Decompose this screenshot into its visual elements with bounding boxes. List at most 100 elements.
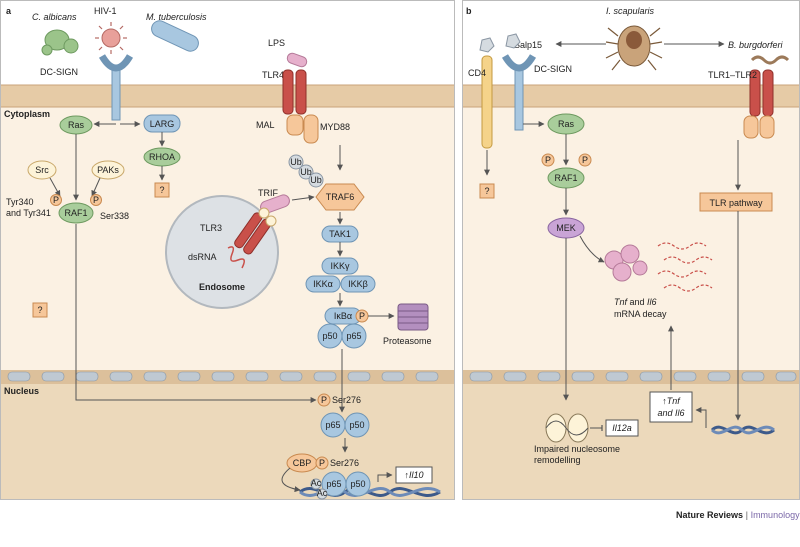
- ikka-label: IKKα: [313, 279, 333, 289]
- mtb-label: M. tuberculosis: [146, 12, 207, 22]
- lps-icon: [286, 52, 308, 68]
- raf1-phospho-b-2: [578, 153, 592, 167]
- tlr-pathway-box: [699, 192, 773, 212]
- tlr1-tlr2-receptor: [743, 69, 775, 139]
- mrna-strands: [657, 242, 713, 292]
- tnf-up-label: ↑Tnf: [662, 396, 681, 406]
- traf6-node: [315, 183, 365, 211]
- nucleosome-icon: [545, 413, 589, 443]
- hiv-label: HIV-1: [94, 6, 117, 16]
- mtb-bacillus-icon: [151, 20, 199, 52]
- p50-label-nuc: p50: [349, 420, 364, 430]
- mek-label: MEK: [556, 223, 576, 233]
- src-node: [27, 160, 57, 180]
- c-albicans-icon: [41, 29, 79, 56]
- lps-label: LPS: [268, 38, 285, 48]
- acetyl-marker-2: [316, 488, 328, 500]
- ikkg-label: IKKγ: [330, 261, 350, 271]
- traf6-label: TRAF6: [326, 192, 355, 202]
- p65-label-cyto: p65: [346, 331, 361, 341]
- unknown-label-b: ?: [484, 186, 489, 196]
- il10-gene-box: [395, 466, 433, 484]
- p65-label-dna: p65: [326, 479, 341, 489]
- tlr4-label: TLR4: [262, 70, 284, 80]
- p50-node-nuc: [344, 412, 370, 438]
- unknown-label-1: ?: [159, 185, 164, 195]
- impaired-line2: remodelling: [534, 455, 581, 465]
- phospho-p-1: P: [53, 195, 59, 205]
- mrna-decay-line2: mRNA decay: [614, 309, 667, 319]
- p50-label-dna: p50: [350, 479, 365, 489]
- p65-label-nuc: p65: [325, 420, 340, 430]
- journal-section: Immunology: [751, 510, 800, 520]
- c-albicans-label: C. albicans: [32, 12, 77, 22]
- salp15-icon-cd4: [479, 37, 495, 53]
- tyr341-label: and Tyr341: [6, 208, 51, 218]
- ikkg-node: [321, 257, 359, 275]
- ub-label-2: Ub: [300, 167, 312, 177]
- endosome-label: Endosome: [199, 282, 245, 292]
- journal-credit: Nature Reviews | Immunology: [676, 510, 800, 520]
- acetyl-marker-1: [310, 478, 322, 490]
- ikba-label: IκBα: [334, 311, 352, 321]
- il6-italic: Il6: [647, 297, 657, 307]
- ikka-node: [305, 275, 341, 293]
- tnf-italic: Tnf: [614, 297, 629, 307]
- ras-label-b: Ras: [558, 119, 575, 129]
- proteasome-label: Proteasome: [383, 336, 432, 346]
- tlr-pathway-label: TLR pathway: [709, 198, 763, 208]
- dc-sign-receptor: [98, 54, 134, 121]
- journal-name: Nature Reviews: [676, 510, 743, 520]
- ac-label-2: Ac: [317, 488, 328, 498]
- ub-label-3: Ub: [310, 175, 322, 185]
- raf1-label-b: RAF1: [554, 173, 577, 183]
- dsrna-icon: [227, 246, 245, 269]
- salp15-icon-dcsign: [505, 33, 521, 49]
- salp15-label: Salp15: [514, 40, 542, 50]
- myd88-label: MYD88: [320, 122, 350, 132]
- dc-sign-label-b: DC-SIGN: [534, 64, 572, 74]
- panel-a-letter: a: [6, 6, 12, 16]
- tyr340-label: Tyr340: [6, 197, 34, 207]
- rna-decay-complex: [604, 244, 648, 282]
- ikkb-node: [340, 275, 376, 293]
- rhoa-label: RHOA: [149, 152, 175, 162]
- tlr3-adaptor: [258, 207, 270, 219]
- dsrna-label: dsRNA: [188, 252, 217, 262]
- raf1-node: [58, 202, 94, 224]
- phospho-p-5: P: [319, 458, 325, 468]
- ser276-label-2: Ser276: [330, 458, 359, 468]
- paks-label: PAKs: [97, 165, 119, 175]
- src-label: Src: [35, 165, 49, 175]
- b-burgdorferi-label: B. burgdorferi: [728, 40, 784, 50]
- dc-sign-receptor-b: [501, 54, 537, 131]
- cd4-label: CD4: [468, 68, 486, 78]
- phospho-p-b2: P: [582, 155, 588, 165]
- panel-b-letter: b: [466, 6, 472, 16]
- decay-and: and: [627, 297, 647, 307]
- il6-up-label: and Il6: [657, 408, 684, 418]
- credit-separator: |: [743, 510, 751, 520]
- tlr1-tlr2-label: TLR1–TLR2: [708, 70, 757, 80]
- dc-sign-label: DC-SIGN: [40, 67, 78, 77]
- myd88-node: [303, 114, 319, 144]
- phospho-ser-marker: [90, 194, 102, 206]
- trif-label: TRIF: [258, 188, 278, 198]
- unknown-label-2: ?: [37, 305, 42, 315]
- ikkb-label: IKKβ: [348, 279, 368, 289]
- phospho-p-b1: P: [545, 155, 551, 165]
- tick-icon: [605, 25, 663, 71]
- phospho-p-2: P: [93, 195, 99, 205]
- cytoplasm-label: Cytoplasm: [4, 109, 50, 119]
- raf1-label: RAF1: [64, 208, 87, 218]
- phospho-p-4: P: [321, 395, 327, 405]
- unknown-box-raf1: [32, 302, 48, 318]
- impaired-line1: Impaired nucleosome: [534, 444, 620, 454]
- tnf-il6-up-box: [649, 391, 693, 423]
- mrna-decay-line1: Tnf and Il6: [614, 297, 657, 307]
- tlr3-adaptor-2: [265, 215, 277, 227]
- nucleus-label: Nucleus: [4, 386, 39, 396]
- tlr3-label: TLR3: [200, 223, 222, 233]
- ser276-label-1: Ser276: [332, 395, 361, 405]
- raf1-phospho-b-1: [541, 153, 555, 167]
